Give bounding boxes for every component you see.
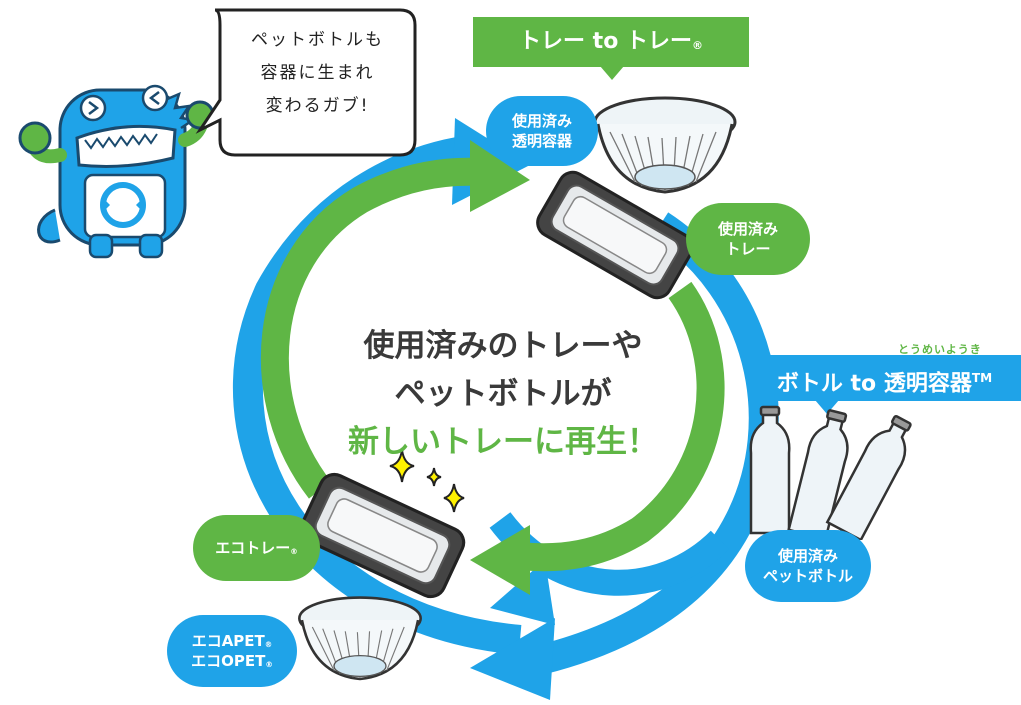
- green-arc-left: [261, 157, 481, 499]
- speech-line-3: 変わるガブ!: [265, 96, 370, 116]
- green-arrowhead-bottom: [470, 525, 530, 595]
- used-container-line1: 使用済み: [511, 111, 572, 130]
- tray-banner-pointer: [600, 66, 624, 80]
- tray-to-tray-mark: ®: [691, 39, 703, 53]
- used-tray-badge: 使用済み トレー: [686, 203, 810, 275]
- eco-opet-mark: ®: [265, 659, 273, 669]
- blue-arc-right: [536, 212, 779, 675]
- center-line-1: 使用済みのトレーや: [363, 328, 643, 364]
- eco-apet-text: エコAPET: [191, 631, 265, 650]
- used-tray-line1: 使用済み: [717, 219, 778, 238]
- recycle-icon: [100, 182, 146, 228]
- bottle-icon: [749, 405, 912, 540]
- bottle-to-container-banner: ボトル to 透明容器TM: [748, 355, 1021, 401]
- mascot-icon: [18, 84, 215, 259]
- tray-to-tray-banner: トレー to トレー®: [473, 17, 749, 67]
- green-arrowhead-top: [470, 140, 530, 212]
- speech-bubble: ペットボトルも 容器に生まれ 変わるガブ!: [225, 24, 410, 123]
- eco-apet-mark: ®: [264, 639, 273, 649]
- eco-tray-mark: ®: [290, 546, 298, 556]
- blue-arrowhead-bottom: [470, 618, 555, 700]
- eco-opet-text: エコOPET: [191, 652, 266, 670]
- bottle-banner-mark: TM: [971, 371, 993, 385]
- used-bottle-line2: ペットボトル: [762, 567, 853, 585]
- center-line-2: ペットボトルが: [394, 376, 612, 412]
- bowl-icon-eco: [298, 596, 422, 681]
- bottle-banner-ruby: とうめいようき: [898, 343, 982, 356]
- eco-tray-text: エコトレー: [215, 538, 291, 557]
- used-container-badge: 使用済み 透明容器: [486, 96, 598, 166]
- bottle-banner-label: ボトル to 透明容器: [776, 371, 972, 397]
- bottle-banner-pointer: [815, 400, 839, 414]
- used-container-line2: 透明容器: [511, 132, 572, 150]
- used-bottle-line1: 使用済み: [777, 546, 838, 565]
- speech-line-2: 容器に生まれ: [260, 63, 375, 83]
- bowl-icon: [593, 96, 737, 194]
- center-line-3: 新しいトレーに再生！: [348, 424, 658, 460]
- tray-to-tray-label: トレー to トレー: [519, 29, 692, 54]
- tray-icon: [536, 170, 694, 300]
- green-arc-right: [518, 281, 725, 572]
- blue-arrowhead-mid: [490, 560, 555, 625]
- center-message: 使用済みのトレーや ペットボトルが 新しいトレーに再生！: [318, 322, 688, 466]
- sparkle-icon: [389, 449, 465, 513]
- used-bottle-badge: 使用済み ペットボトル: [745, 530, 871, 602]
- tray-icon-eco: [299, 472, 466, 599]
- eco-tray-badge: エコトレー®: [193, 515, 320, 581]
- speech-line-1: ペットボトルも: [251, 30, 384, 50]
- used-tray-line2: トレー: [725, 240, 771, 258]
- eco-pet-badge: エコAPET® エコOPET®: [167, 615, 297, 687]
- speech-bubble-shape: [195, 8, 417, 157]
